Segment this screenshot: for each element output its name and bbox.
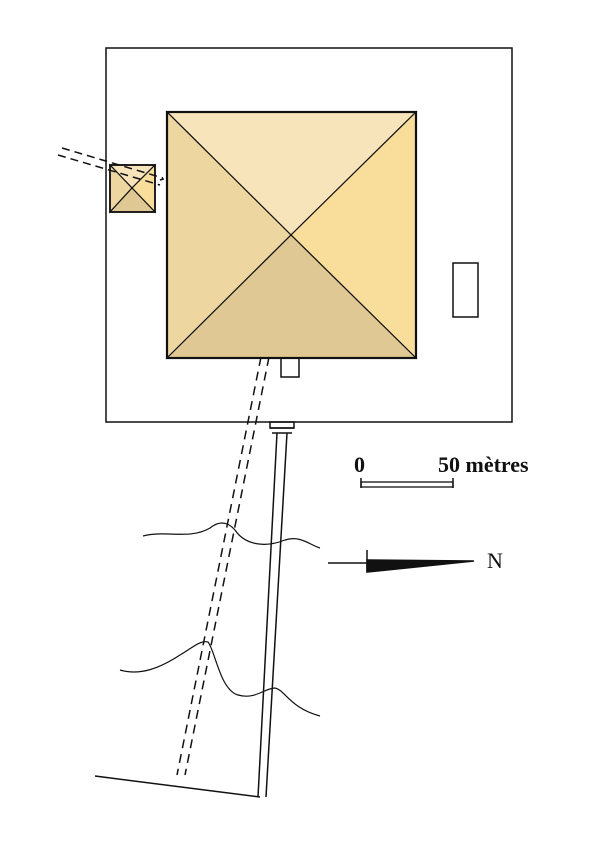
contour-line-2: [119, 641, 321, 717]
satellite-passage: [61, 147, 164, 179]
north-arrow-icon: [328, 550, 475, 573]
scale-zero-label: 0: [354, 452, 365, 477]
main-pyramid: [165, 110, 418, 360]
valley-edge: [94, 775, 261, 798]
scale-end-label: 50 mètres: [438, 452, 529, 477]
satellite-pyramid: [108, 163, 157, 214]
contour-line-1: [142, 522, 321, 549]
passage-dashed: [176, 356, 262, 776]
causeway: [257, 421, 295, 798]
enclosure-wall: [105, 47, 513, 423]
east-chapel: [452, 262, 479, 318]
scale-bar: [360, 478, 454, 488]
offering-chapel: [280, 357, 300, 378]
north-label: N: [487, 548, 503, 573]
